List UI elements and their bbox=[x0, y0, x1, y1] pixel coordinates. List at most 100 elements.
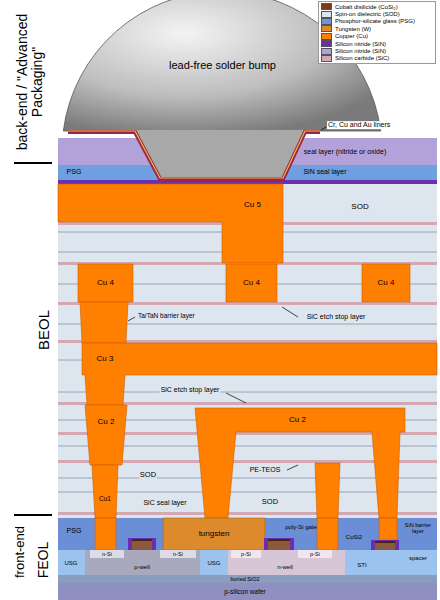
sti-isolation bbox=[345, 550, 437, 575]
layer-label: STI bbox=[357, 562, 366, 569]
region-label: Cu 3 bbox=[97, 355, 114, 364]
layer-label: Ta/TaN barrier layer bbox=[137, 312, 196, 319]
legend-row: Copper (Cu) bbox=[321, 33, 433, 40]
layer-label: SiN barrier layer bbox=[401, 522, 435, 534]
metal-region: Cu1 bbox=[91, 482, 119, 516]
layer-label: PSG bbox=[67, 527, 82, 535]
sod-ground bbox=[58, 184, 437, 518]
layer-label: SiC etch stop layer bbox=[160, 386, 221, 394]
p-well bbox=[85, 550, 200, 575]
region-label: Cu 5 bbox=[244, 201, 261, 210]
psg-layer bbox=[58, 518, 437, 550]
buried-oxide bbox=[58, 575, 437, 583]
region-label: Cu 4 bbox=[243, 279, 260, 288]
legend-swatch bbox=[321, 33, 332, 40]
legend-swatch bbox=[321, 40, 332, 47]
layer-label: SiC etch stop layer bbox=[306, 313, 367, 321]
copper-interconnect bbox=[58, 184, 437, 518]
liner bbox=[68, 132, 320, 179]
legend-text: Silicon nitride (SiN) bbox=[335, 48, 386, 54]
metal-region: Cu 4 bbox=[362, 264, 410, 302]
legend-row: Tungsten (W) bbox=[321, 25, 433, 32]
legend-text: Tungsten (W) bbox=[335, 26, 371, 32]
section-divider bbox=[14, 514, 52, 516]
metal-region: Cu 4 bbox=[226, 264, 277, 302]
section-label: FEOL bbox=[36, 542, 51, 579]
layer-label: n-Si bbox=[173, 551, 183, 557]
legend-text: Silicon nitride (SiN) bbox=[335, 41, 386, 47]
layer-label: USG bbox=[207, 560, 220, 567]
usg-isolation bbox=[58, 550, 85, 575]
legend-row: Phosphor-silicate glass (PSG) bbox=[321, 18, 433, 25]
legend-text: Cobalt disilicide (CoSi₂) bbox=[335, 4, 398, 10]
legend-row: Silicon nitride (SiN) bbox=[321, 40, 433, 47]
layer-label: seal layer (nitride or oxide) bbox=[304, 148, 386, 156]
diffusion bbox=[231, 550, 332, 558]
metal-region: Cu 2 bbox=[260, 408, 335, 432]
leader-line bbox=[321, 127, 326, 130]
solder-bump: lead-free solder bump bbox=[110, 20, 335, 110]
region-label: Cu 2 bbox=[289, 416, 306, 425]
layer-label: SiN seal layer bbox=[303, 168, 346, 176]
legend-swatch bbox=[321, 48, 332, 55]
legend-row: Spin-on dielectric (SOD) bbox=[321, 10, 433, 17]
legend-box: Cobalt disilicide (CoSi₂)Spin-on dielect… bbox=[318, 1, 436, 64]
region-label: Cu1 bbox=[99, 495, 111, 502]
section-label: front-end bbox=[13, 526, 27, 578]
layer-label: spacer bbox=[409, 555, 427, 562]
layer-label: p-Si bbox=[310, 551, 320, 557]
layer-label: buried SiO2 bbox=[230, 576, 259, 582]
layer-label: SOD bbox=[261, 498, 279, 506]
metal-region: tungsten bbox=[163, 518, 265, 550]
metal-region: Cu 5 bbox=[222, 186, 283, 224]
layer-label: USG bbox=[64, 560, 77, 567]
layer-label: n-Si bbox=[102, 551, 112, 557]
transistor-gate bbox=[128, 538, 399, 550]
region-label: Cu 2 bbox=[98, 418, 115, 427]
liner bbox=[68, 131, 320, 178]
silicon-wafer bbox=[58, 583, 437, 600]
section-label: back-end / "Advanced Packaging" bbox=[15, 0, 46, 167]
leader-line bbox=[226, 393, 246, 403]
layer-label: poly-Si gate bbox=[285, 524, 317, 531]
layer-label: CoSi2 bbox=[346, 534, 362, 541]
layer-label: SiC seal layer bbox=[142, 499, 187, 507]
layer-label: PSG bbox=[67, 168, 82, 176]
leader-line bbox=[282, 307, 298, 317]
solder-bump-neck bbox=[135, 130, 305, 178]
contact-plug bbox=[95, 518, 397, 550]
leader-line bbox=[287, 465, 298, 470]
layer-label: n-well bbox=[277, 564, 293, 571]
legend-text: Spin-on dielectric (SOD) bbox=[335, 11, 400, 17]
layer-label: p-Si bbox=[241, 551, 251, 557]
n-well bbox=[228, 550, 345, 575]
metal-region: Cu 2 bbox=[87, 405, 125, 439]
diffusion bbox=[90, 550, 196, 558]
legend-text: Phosphor-silicate glass (PSG) bbox=[335, 18, 415, 24]
metal-region: Cu 4 bbox=[78, 264, 133, 302]
region-label: Cu 4 bbox=[97, 279, 114, 288]
metal-region: Cu 3 bbox=[82, 343, 128, 375]
layer-label: p-well bbox=[134, 564, 150, 571]
leader-line bbox=[128, 317, 135, 321]
legend-row: Cobalt disilicide (CoSi₂) bbox=[321, 3, 433, 10]
section-label: BEOL bbox=[36, 310, 53, 350]
layer-label: SOD bbox=[139, 471, 157, 479]
layer-label: p-silicon wafer bbox=[224, 588, 266, 595]
legend-swatch bbox=[321, 3, 332, 10]
legend-text: Silicon carbide (SiC) bbox=[335, 55, 389, 61]
legend-row: Silicon carbide (SiC) bbox=[321, 55, 433, 62]
region-label: Cu 4 bbox=[378, 279, 395, 288]
section-divider bbox=[14, 162, 52, 164]
layer-label: PE-TEOS bbox=[249, 466, 282, 474]
legend-swatch bbox=[321, 25, 332, 32]
layer-label: Cr, Cu and Au liners bbox=[327, 121, 391, 129]
usg-isolation bbox=[200, 550, 228, 575]
legend-text: Copper (Cu) bbox=[335, 33, 368, 39]
legend-swatch bbox=[321, 11, 332, 18]
legend-swatch bbox=[321, 18, 332, 25]
tungsten-contact bbox=[163, 518, 265, 550]
legend-swatch bbox=[321, 55, 332, 62]
region-label: lead-free solder bump bbox=[169, 59, 276, 71]
